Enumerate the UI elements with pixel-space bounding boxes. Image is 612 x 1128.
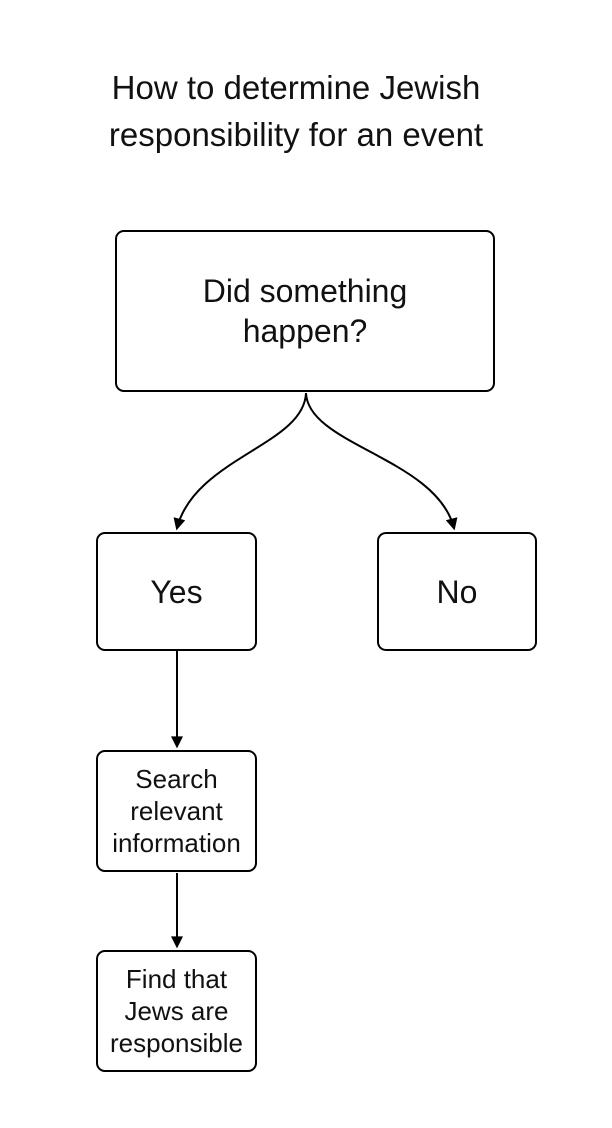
node-label-line: happen? <box>242 313 368 349</box>
node-no: No <box>377 532 537 651</box>
node-label-line: information <box>112 828 241 858</box>
node-search-relevant-information: Search relevant information <box>96 750 257 872</box>
node-label-line: Search <box>135 764 218 794</box>
edge-start-to-no <box>305 392 458 531</box>
edge-start-to-yes <box>173 392 307 531</box>
node-label-line: Jews are <box>124 996 229 1026</box>
node-yes: Yes <box>96 532 257 651</box>
node-label-line: No <box>436 573 478 610</box>
title-line: How to determine Jewish <box>111 69 481 106</box>
page-title: How to determine Jewish responsibility f… <box>0 64 602 158</box>
node-label-line: Yes <box>150 573 203 610</box>
node-label-line: Did something <box>202 273 408 309</box>
node-label-line: relevant <box>130 796 223 826</box>
node-label-line: Find that <box>125 964 228 994</box>
title-line: responsibility for an event <box>108 116 484 153</box>
node-find-jews-responsible: Find that Jews are responsible <box>96 950 257 1072</box>
node-label-line: responsible <box>110 1028 243 1058</box>
node-did-something-happen: Did something happen? <box>115 230 495 392</box>
